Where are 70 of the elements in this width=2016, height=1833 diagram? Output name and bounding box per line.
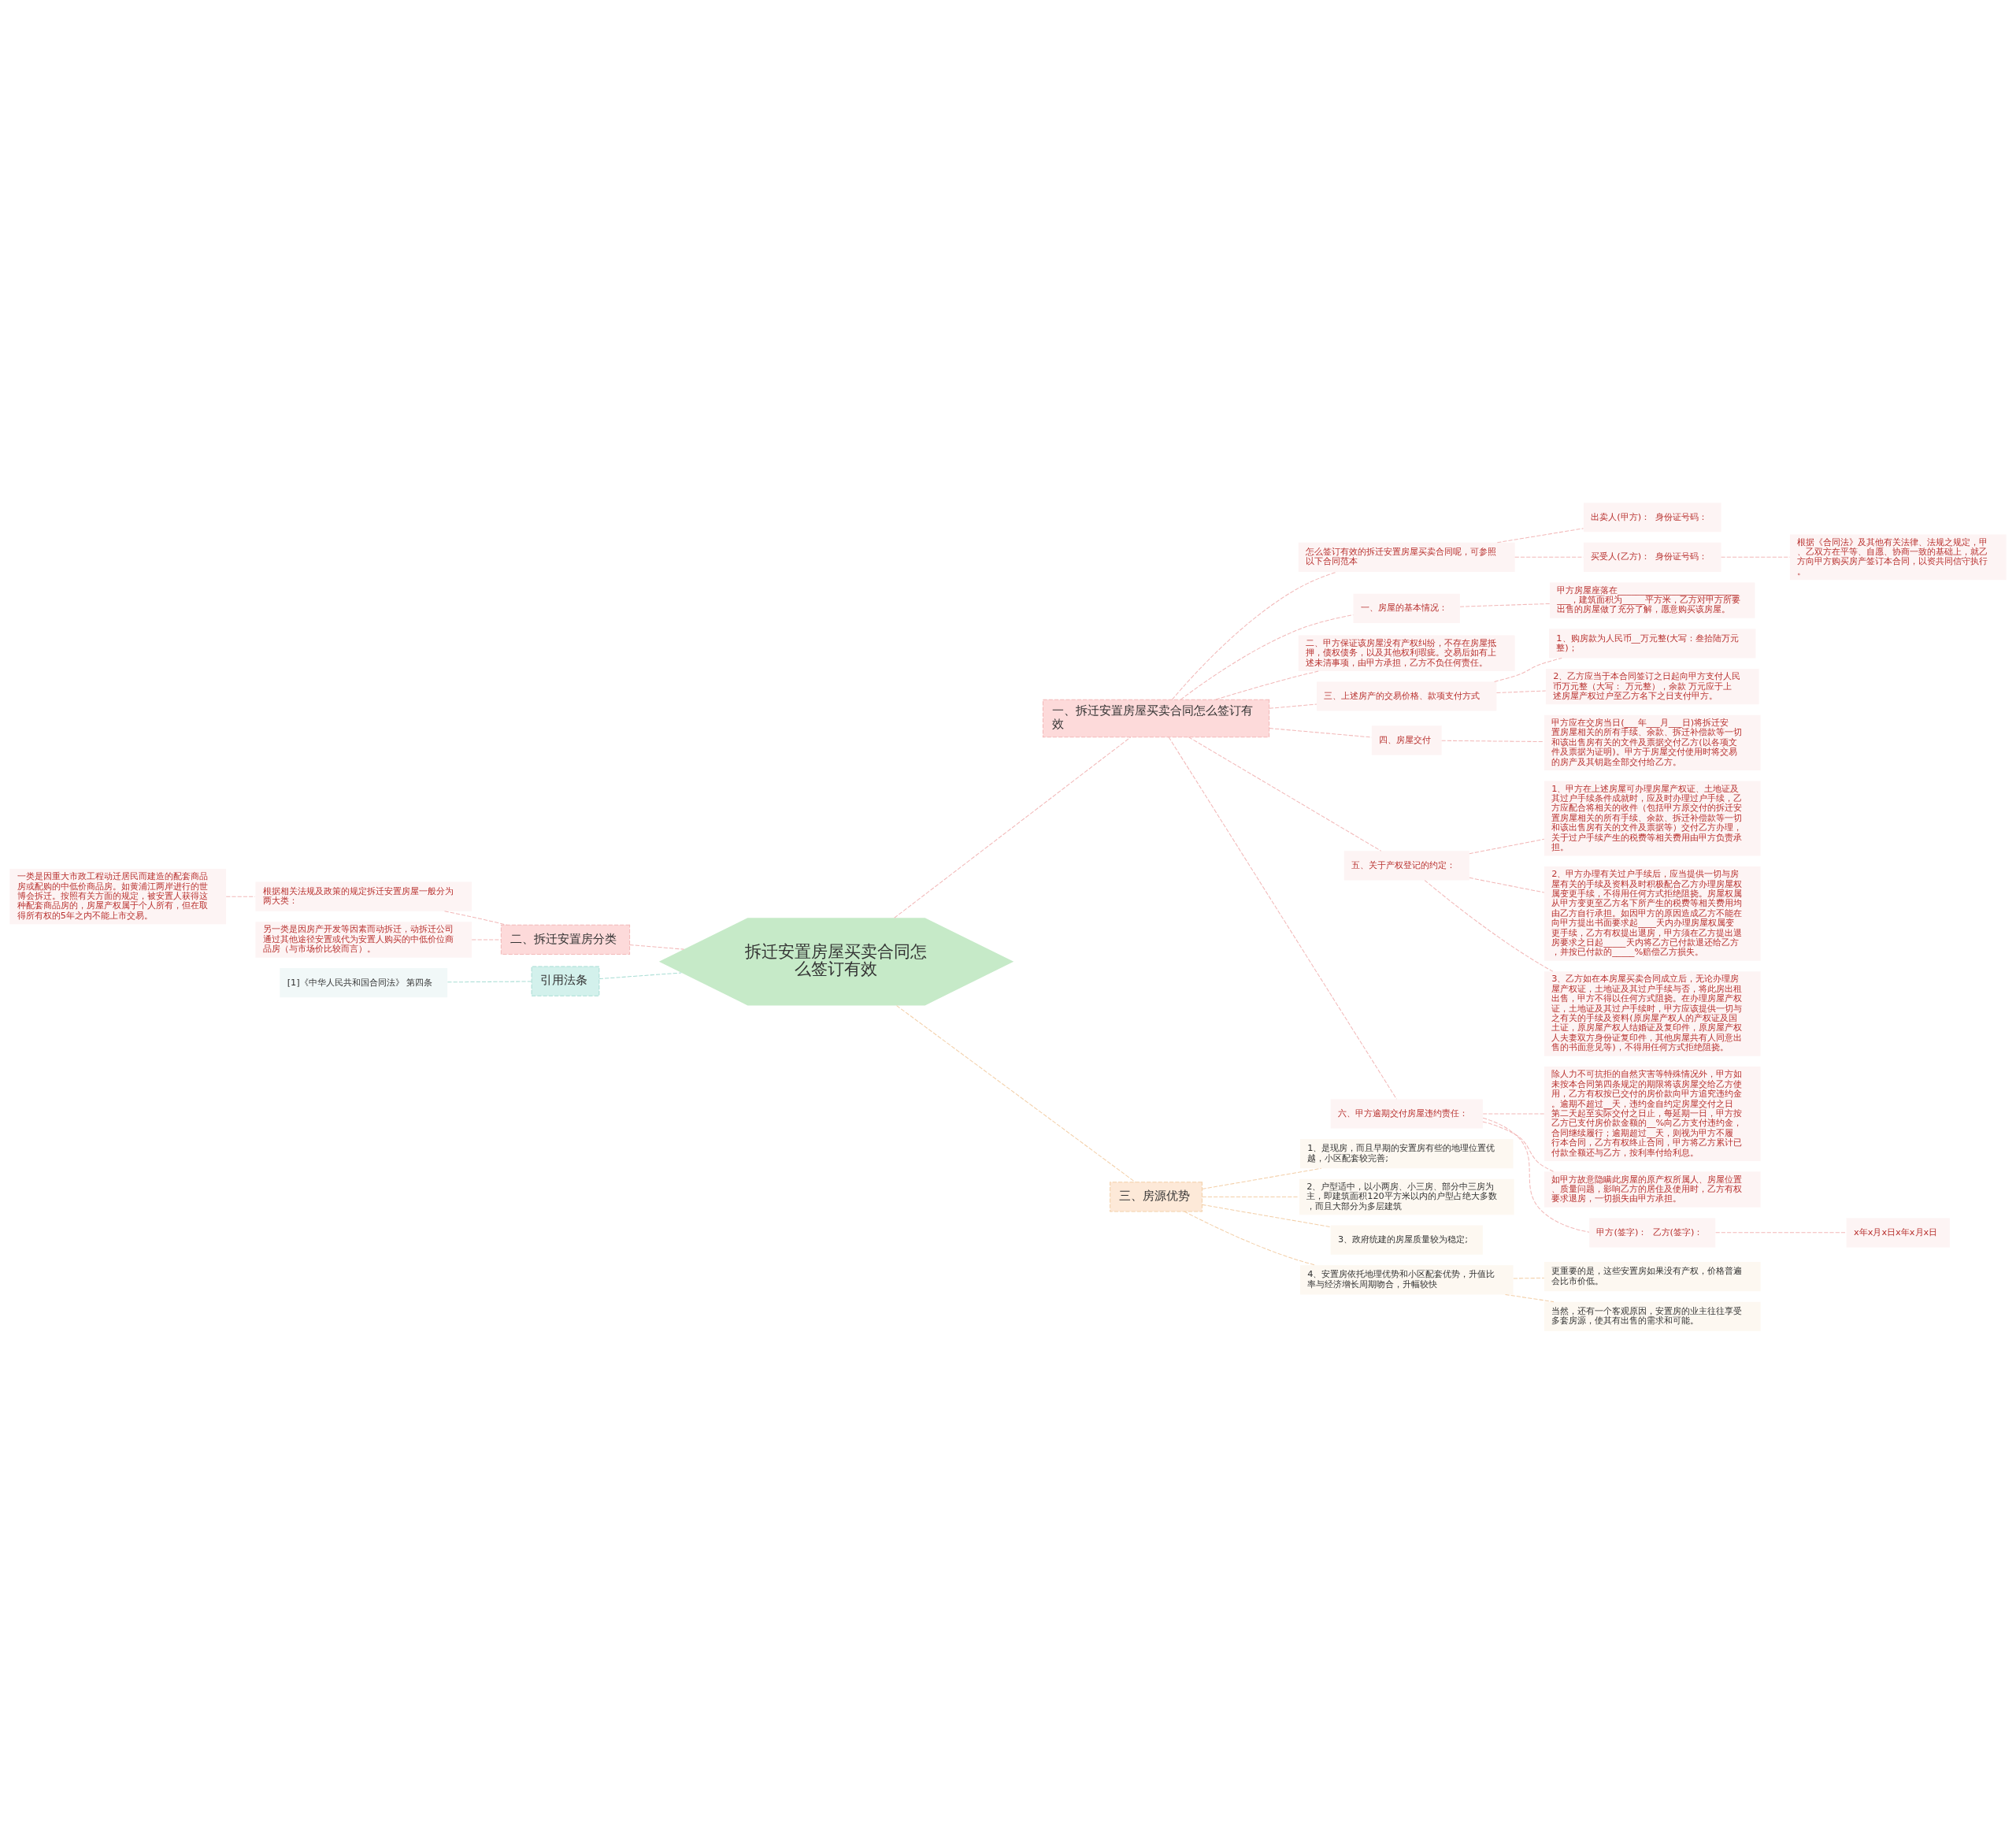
node-box: 一类是因重大市政工程动迁居民而建造的配套商品房或配购的中低价商品房。如黄浦江两岸进行的世博会拆迁。按照有关方面的规定，被安置人获得这种配套商品房的，房屋产权属于个人所有，但在取得所有权的5年之内不能上市交易。 (9, 868, 227, 924)
connector (1424, 879, 1554, 972)
connector (471, 938, 502, 940)
node-box: 1、购房款为人民币__万元整(大写：叁拾陆万元整)； (1549, 628, 1756, 658)
node-box: 更重要的是，这些安置房如果没有产权，价格普遍会比市价低。 (1544, 1261, 1761, 1291)
node-box: 六、甲方逾期交付房屋违约责任： (1330, 1098, 1483, 1129)
node-box: 甲方房屋座落在______________________________，建筑面积为_____平方米，乙方对甲方所要出售的房屋做了充分了解，愿意购买该房屋。 (1550, 581, 1755, 618)
node-box: 四、房屋交付 (1371, 725, 1442, 755)
node-box: 4、安置房依托地理优势和小区配套优势，升值比率与经济增长周期吻合，升幅较快 (1299, 1264, 1514, 1294)
connector (1180, 614, 1354, 700)
connector (1469, 877, 1545, 893)
connector (1514, 556, 1584, 558)
connector (1495, 690, 1547, 693)
node-box: 甲方(签字)： 乙方(签字)： (1589, 1217, 1716, 1247)
connector (1172, 571, 1338, 699)
connector (1441, 740, 1545, 742)
connector (1269, 727, 1373, 737)
node-box: 1、是现房，而且早期的安置房有些的地理位置优越，小区配套较完善; (1299, 1138, 1514, 1168)
node-box: 一、房屋的基本情况： (1353, 593, 1460, 623)
connector (1721, 556, 1791, 558)
node-box: 二、拆迁安置房分类 (500, 924, 631, 955)
connector (1715, 1231, 1847, 1233)
node-box: 二、甲方保证该房屋没有产权纠纷，不存在房屋抵押，债权债务，以及其他权利瑕疵。交易后如有上述未清事项，由甲方承担，乙方不负任何责任。 (1298, 635, 1515, 671)
connector (1202, 1196, 1300, 1197)
connector (1482, 1117, 1590, 1233)
connector (1494, 657, 1562, 682)
connector (225, 896, 256, 897)
connector (894, 736, 1132, 918)
connector (1496, 527, 1584, 543)
connector (1202, 1167, 1322, 1189)
connector (598, 972, 682, 979)
node-box: 五、关于产权登记的约定： (1343, 850, 1469, 880)
node-box: 三、房源优势 (1110, 1181, 1203, 1211)
node-box: 甲方应在交房当日(___年___月___日)将拆迁安置房屋相关的所有手续、余款、拆迁补偿款等一切和该出售房有关的文件及票据交付乙方(以各项文件及票据为证明)。甲方于房屋交付使用时将交易的房产及其钥匙全部交付给乙方。 (1544, 714, 1761, 770)
connector (1202, 1204, 1332, 1227)
node-box: 根据《合同法》及其他有关法律、法规之规定，甲、乙双方在平等、自愿、协商一致的基础上，就乙方向甲方购买房产签订本合同，以资共同信守执行。 (1789, 533, 2007, 580)
connector (1269, 703, 1317, 709)
connector (1459, 603, 1551, 607)
connector (447, 980, 532, 982)
node-box: 3、政府统建的房屋质量较为稳定; (1330, 1225, 1483, 1255)
connector (896, 1004, 1136, 1182)
node-box: 当然，还有一个客观原因，安置房的业主往往享受多套房源，使其有出售的需求和可能。 (1544, 1301, 1761, 1331)
node-box: 出卖人(甲方)： 身份证号码： (1583, 502, 1721, 532)
node-box: 一、拆迁安置房屋买卖合同怎么签订有效 (1042, 699, 1270, 737)
connector (1482, 1113, 1545, 1115)
node-box: 3、乙方如在本房屋买卖合同成立后，无论办理房屋产权证，土地证及其过户手续与否，将此房出租出售，甲方不得以任何方式阻挠。在办理房屋产权证，土地证及其过户手续时，甲方应该提供一切与之有关的手续及资料(原房屋产权人的产权证及国土证，原房屋产权人结婚证及复印件，原房屋产权人夫妻双方身份证复印件，其他房屋共有人同意出售的书面意见等)，不得用任何方式拒绝阻挠。 (1544, 970, 1761, 1056)
connector (1215, 670, 1319, 700)
node-box: 2、户型适中，以小两房、小三房、部分中三房为主，即建筑面积120平方米以内的户型占绝大多数，而且大部分为多层建筑 (1299, 1178, 1514, 1215)
node-box: 如甲方故意隐瞒此房屋的原产权所属人、房屋位置、质量问题，影响乙方的居住及使用时，乙方有权要求退房，一切损失由甲方承担。 (1544, 1171, 1761, 1208)
node-box: 根据相关法规及政策的规定拆迁安置房屋一般分为两大类： (255, 881, 472, 911)
connector (1188, 736, 1382, 852)
node-box: 怎么签订有效的拆迁安置房屋买卖合同呢，可参照以下合同范本 (1298, 542, 1515, 572)
node-box: 买受人(乙方)： 身份证号码： (1583, 542, 1721, 572)
node-box: 引用法条 (531, 966, 600, 996)
node-box: 另一类是因房产开发等因素而动拆迁，动拆迁公司通过其他途径安置或代为安置人购买的中低价位商品房（与市场价比较而言）。 (255, 921, 472, 958)
connector (1469, 838, 1545, 854)
node-box: 2、乙方应当于本合同签订之日起向甲方支付人民币万元整（大写： 万元整），余款 万元应于上述房屋产权过户至乙方名下之日支付甲方。 (1545, 668, 1759, 704)
connector (1505, 1293, 1555, 1302)
connector (1168, 736, 1397, 1100)
node-box: x年x月x日x年x月x日 (1846, 1217, 1950, 1247)
connector (1513, 1277, 1545, 1278)
connector (1184, 1211, 1317, 1266)
node-box: [1]《中华人民共和国合同法》 第四条 (280, 967, 448, 997)
connector (629, 944, 684, 950)
node-box: 除人力不可抗拒的自然灾害等特殊情况外，甲方如未按本合同第四条规定的期限将该房屋交给乙方使用，乙方有权按已交付的房价款向甲方追究违约金。逾期不超过__天，违约金自约定房屋交付之日第二天起至实际交付之日止，每延期一日，甲方按乙方已支付房价款金额的__%向乙方支付违约金，合同继续履行；逾期超过__天，则视为甲方不履行本合同，乙方有权终止合同，甲方将乙方累计已付款全额还与乙方，按利率付给利息。 (1544, 1066, 1761, 1161)
node-box: 三、上述房产的交易价格、款项支付方式 (1317, 681, 1497, 711)
connector (1482, 1120, 1555, 1172)
connector (444, 910, 508, 926)
node-box: 2、甲方办理有关过户手续后，应当提供一切与房屋有关的手续及资料及时积极配合乙方办理房屋权属变更手续，不得用任何方式拒绝阻挠。房屋权属从甲方变更至乙方名下所产生的税费等相关费用均由乙方自行承担。如因甲方的原因造成乙方不能在向甲方提出书面要求起____天内办理房屋权属变更手续，乙方有权提出退房，甲方须在乙方提出退房要求之日起_____天内将乙方已付款退还给乙方，并按已付款的_____%赔偿乙方损失。 (1544, 866, 1761, 961)
node-box: 1、甲方在上述房屋可办理房屋产权证、土地证及其过户手续条件成就时，应及时办理过户手续，乙方应配合将相关的收件（包括甲方原交付的拆迁安置房屋相关的所有手续、余款、拆迁补偿款等一切和该出售房有关的文件及票据等）交付乙方办理，关于过户手续产生的税费等相关费用由甲方负责承担。 (1544, 780, 1761, 855)
